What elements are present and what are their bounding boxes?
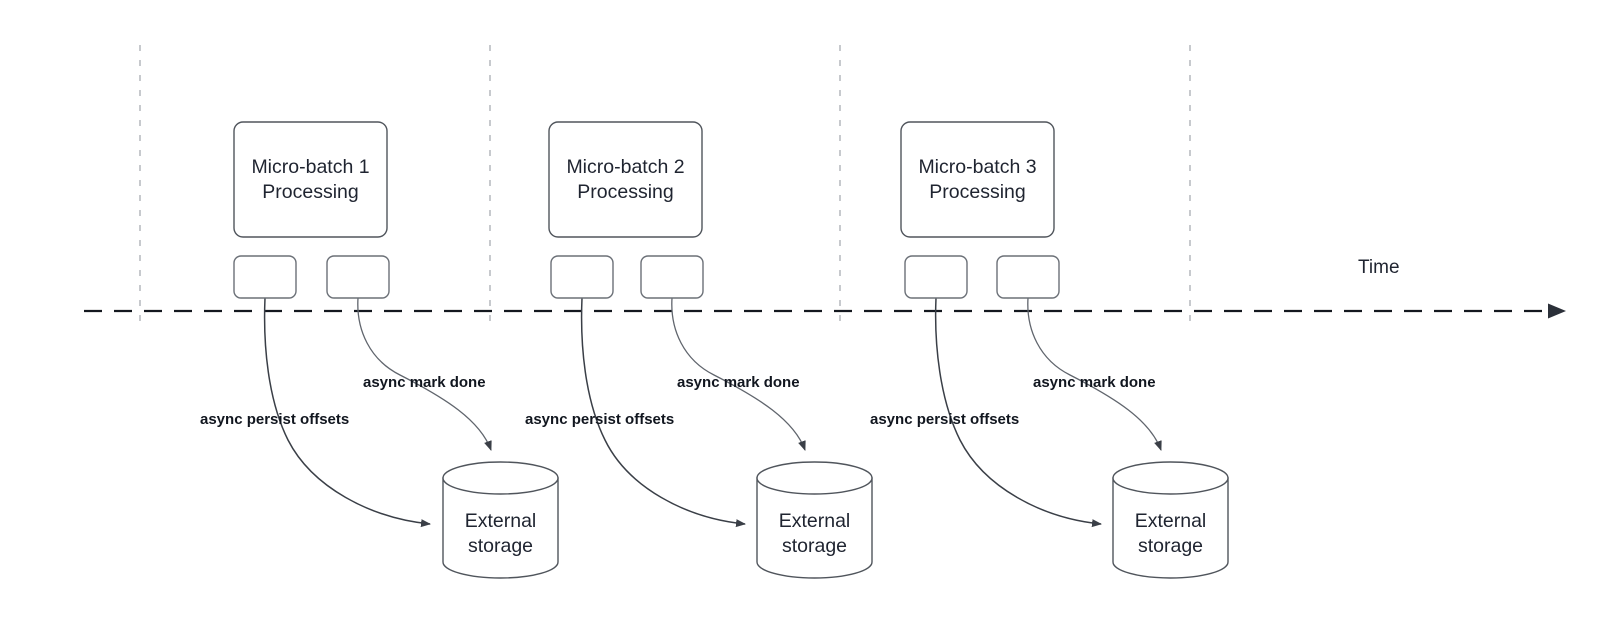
edge-label-persist-offsets-2: async persist offsets: [525, 411, 674, 428]
edge-label-mark-done-1: async mark done: [363, 374, 486, 391]
boundary-guides: [139, 45, 1191, 330]
edge-label-mark-done-3: async mark done: [1033, 374, 1156, 391]
storage-label-1-line2: storage: [468, 535, 533, 557]
task-box-1-right[interactable]: [326, 255, 390, 299]
micro-batch-box-1[interactable]: [233, 121, 388, 238]
micro-batch-group-3: Micro-batch 3 Processing External storag…: [870, 121, 1229, 579]
storage-label-3-line2: storage: [1138, 535, 1203, 557]
flow-mark-done-2: [671, 297, 806, 451]
storage-label-3-line1: External: [1135, 510, 1207, 532]
micro-batch-group-2: Micro-batch 2 Processing External storag…: [525, 121, 873, 579]
timeline-arrowhead: [1548, 303, 1566, 319]
flow-mark-done-3: [1027, 297, 1162, 451]
micro-batch-label-2-line2: Processing: [577, 181, 673, 203]
flow-persist-offsets-2: [580, 297, 746, 528]
edge-label-persist-offsets-3: async persist offsets: [870, 411, 1019, 428]
time-axis: Time: [84, 257, 1566, 319]
flow-persist-offsets-1: [263, 297, 431, 528]
micro-batch-label-1-line1: Micro-batch 1: [251, 156, 369, 178]
storage-label-2-line1: External: [779, 510, 851, 532]
external-storage-cylinder-3[interactable]: External storage: [1112, 461, 1229, 579]
micro-batch-box-3[interactable]: [900, 121, 1055, 238]
flow-persist-offsets-3: [934, 297, 1102, 528]
external-storage-cylinder-1[interactable]: External storage: [442, 461, 559, 579]
task-box-2-left[interactable]: [550, 255, 614, 299]
flow-mark-done-1: [357, 297, 492, 451]
storage-label-2-line2: storage: [782, 535, 847, 557]
micro-batch-label-2-line1: Micro-batch 2: [566, 156, 684, 178]
task-box-3-right[interactable]: [996, 255, 1060, 299]
task-box-2-right[interactable]: [640, 255, 704, 299]
time-axis-label: Time: [1358, 257, 1400, 278]
micro-batch-label-3-line1: Micro-batch 3: [918, 156, 1036, 178]
micro-batch-group-1: Micro-batch 1 Processing External storag…: [200, 121, 559, 579]
storage-label-1-line1: External: [465, 510, 537, 532]
edge-label-persist-offsets-1: async persist offsets: [200, 411, 349, 428]
task-box-3-left[interactable]: [904, 255, 968, 299]
external-storage-cylinder-2[interactable]: External storage: [756, 461, 873, 579]
task-box-1-left[interactable]: [233, 255, 297, 299]
micro-batch-label-3-line2: Processing: [929, 181, 1025, 203]
edge-label-mark-done-2: async mark done: [677, 374, 800, 391]
micro-batch-box-2[interactable]: [548, 121, 703, 238]
micro-batch-label-1-line2: Processing: [262, 181, 358, 203]
